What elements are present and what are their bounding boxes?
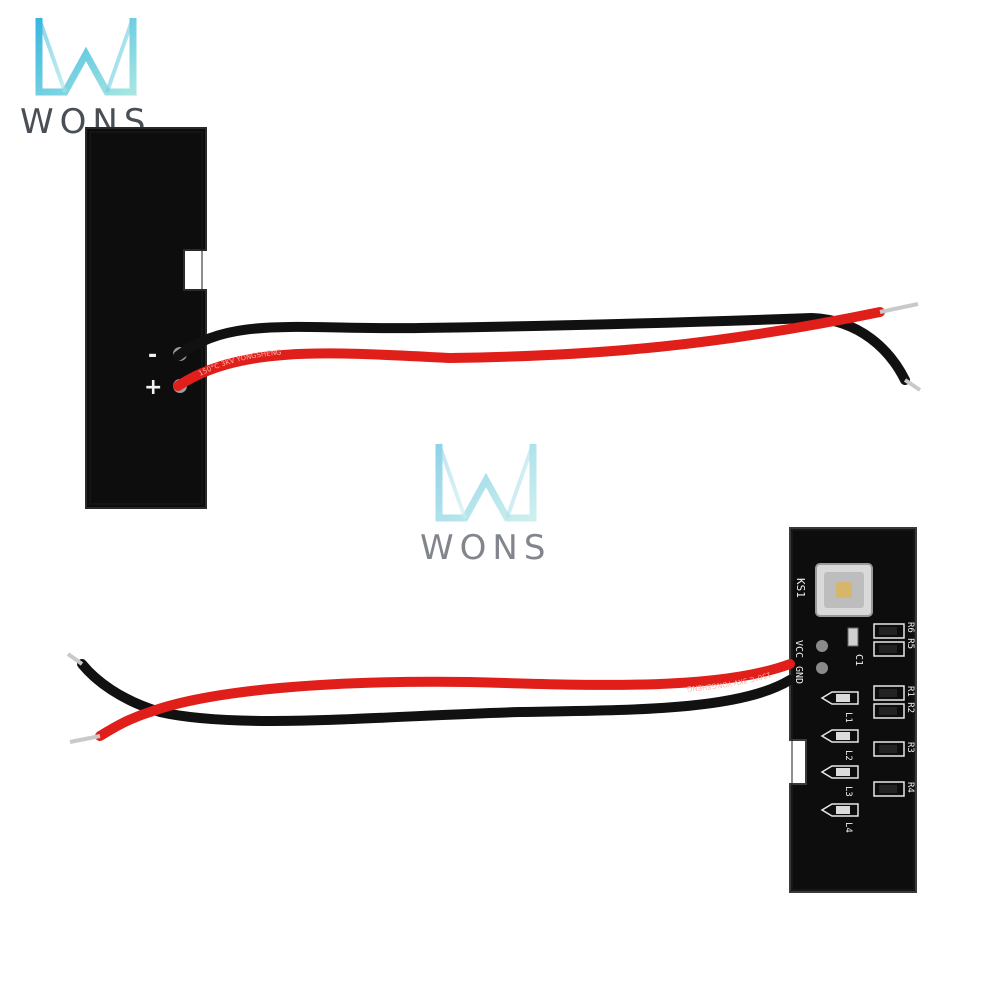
gnd-label: GND (793, 666, 804, 684)
resistor-group (873, 623, 905, 797)
r4-label: R4 (905, 782, 915, 793)
c1-label: C1 (853, 654, 864, 666)
capacitor-c1 (847, 627, 859, 647)
wons-watermark: WONS (420, 438, 551, 568)
r6-r5-label: R6 R5 (905, 622, 915, 649)
red-wire (173, 307, 885, 391)
l4-label: L4 (843, 822, 853, 833)
red-wire-bottom-tip (69, 734, 101, 744)
l1-label: L1 (843, 712, 853, 723)
wons-watermark-text: WONS (420, 528, 552, 568)
bottom-wires: 150°C 3KV YONGSHENG (66, 652, 795, 744)
button-cap (836, 582, 852, 598)
l3-label: L3 (843, 786, 853, 797)
wons-watermark-mark-icon (435, 443, 537, 522)
black-wire (173, 312, 910, 385)
top-pcb-board: - + (85, 127, 207, 509)
r3-label: R3 (905, 742, 915, 753)
tactile-button (815, 563, 873, 617)
minus-label: - (148, 343, 157, 368)
black-wire-bottom-tip (66, 652, 84, 666)
red-wire-tip (879, 302, 919, 314)
l2-label: L2 (843, 750, 853, 761)
gnd-pad (816, 662, 828, 674)
red-wire-bottom (95, 659, 795, 741)
red-wire-print: 150°C 3KV YONGSHENG (197, 348, 281, 377)
plus-label: + (144, 375, 162, 400)
black-wire-bottom (77, 659, 795, 726)
top-wires: 150°C 3KV YONGSHENG (173, 302, 922, 392)
wons-logo-mark-icon (35, 17, 137, 96)
bottom-pcb-board: KS1 VCC GND C1 R6 R5 R1 R2 R3 R4 (789, 527, 917, 893)
vcc-pad (816, 640, 828, 652)
r1-r2-label: R1 R2 (905, 686, 915, 713)
black-wire-tip (903, 378, 922, 392)
led-group (820, 691, 859, 817)
vcc-label: VCC (793, 640, 804, 658)
button-label: KS1 (794, 578, 807, 598)
